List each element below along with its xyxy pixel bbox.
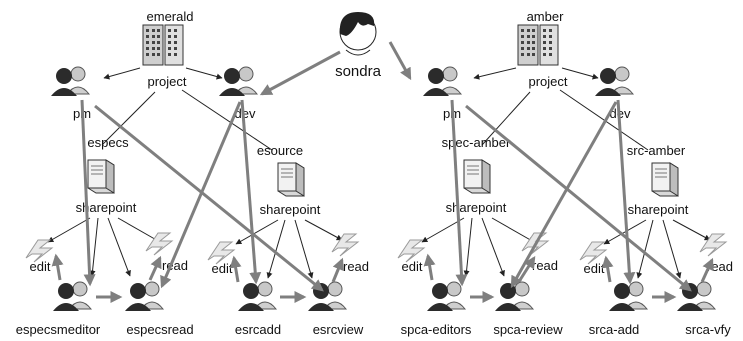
server-icon (277, 162, 305, 197)
group-reader: srca-vfy (685, 322, 731, 337)
project-name: amber (527, 9, 565, 24)
site-name: especs (87, 135, 129, 150)
group-editor: spca-editors (401, 322, 472, 337)
editor-group-icon (426, 281, 466, 312)
server-icon (463, 159, 491, 194)
role-dev: dev (235, 106, 256, 121)
read-permission-icon (699, 233, 727, 257)
perm-read: read (343, 259, 369, 274)
dev-icon (594, 66, 634, 97)
project-amber: amber project pm dev spec-amber sharepoi… (397, 9, 733, 337)
reader-group-icon (494, 281, 534, 312)
group-editor: especsmeditor (16, 322, 101, 337)
project-name: emerald (147, 9, 194, 24)
sondra-icon (339, 12, 377, 56)
sondra-to-emerald-dev (259, 50, 341, 96)
editor-group-icon (608, 281, 648, 312)
pm-icon (422, 66, 462, 97)
group-reader: especsread (126, 322, 193, 337)
perm-edit: edit (212, 261, 233, 276)
perm-read: read (707, 259, 733, 274)
reader-group-icon (124, 281, 164, 312)
server-label: sharepoint (628, 202, 689, 217)
editor-group-icon (237, 281, 277, 312)
project-label: project (528, 74, 567, 89)
pm-icon (50, 66, 90, 97)
person-name: sondra (335, 63, 382, 80)
group-reader: esrcview (313, 322, 364, 337)
perm-edit: edit (402, 259, 423, 274)
perm-edit: edit (30, 259, 51, 274)
perm-read: read (532, 258, 558, 273)
building-icon (142, 24, 184, 66)
perm-read: read (162, 258, 188, 273)
site-name: src-amber (627, 143, 686, 158)
site-name: esource (257, 143, 303, 158)
server-label: sharepoint (260, 202, 321, 217)
perm-edit: edit (584, 261, 605, 276)
group-reader: spca-review (493, 322, 563, 337)
group-editor: esrcadd (235, 322, 281, 337)
site-name: spec-amber (442, 135, 511, 150)
editor-group-icon (52, 281, 92, 312)
sondra-to-amber-pm (388, 41, 412, 81)
reader-group-icon (676, 281, 716, 312)
building-icon (517, 24, 559, 66)
server-icon (87, 159, 115, 194)
server-icon (651, 162, 679, 197)
group-editor: srca-add (589, 322, 640, 337)
server-label: sharepoint (76, 200, 137, 215)
project-emerald: emerald project pm dev especs sharepoint… (16, 9, 369, 337)
read-permission-icon (331, 233, 359, 257)
dev-icon (218, 66, 258, 97)
server-label: sharepoint (446, 200, 507, 215)
project-label: project (147, 74, 186, 89)
reader-group-icon (307, 281, 347, 312)
